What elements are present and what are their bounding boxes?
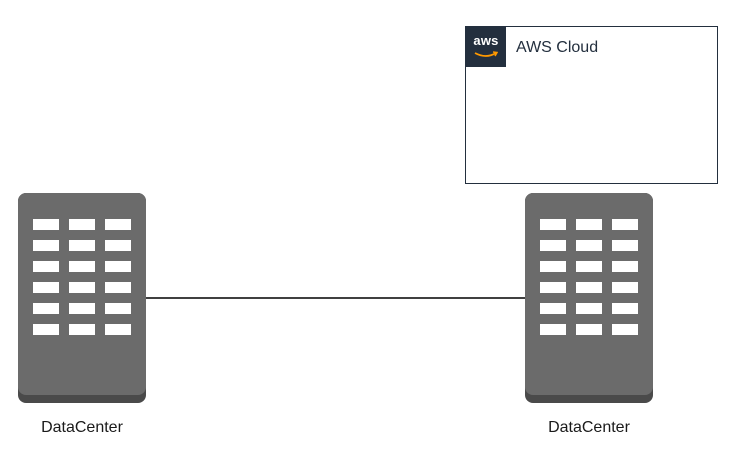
server-slot [33, 303, 59, 314]
server-slot [69, 282, 95, 293]
server-slot [576, 240, 602, 251]
aws-cloud-label: AWS Cloud [516, 39, 599, 56]
server-slot [540, 261, 566, 272]
server-slot [612, 219, 638, 230]
server-slot [105, 219, 131, 230]
server-slot [576, 324, 602, 335]
server-slot [540, 219, 566, 230]
server-slot [105, 324, 131, 335]
server-slot [105, 240, 131, 251]
server-slot [540, 324, 566, 335]
aws-logo-icon: aws [466, 27, 506, 67]
server-slot [612, 303, 638, 314]
server-slot [33, 219, 59, 230]
server-slot [69, 219, 95, 230]
server-slot [105, 282, 131, 293]
server-slot [33, 261, 59, 272]
server-slot [612, 282, 638, 293]
server-slot [576, 261, 602, 272]
server-slot [540, 282, 566, 293]
server-slot [540, 240, 566, 251]
server-slot [69, 324, 95, 335]
aws-logo-text: aws [473, 33, 499, 48]
datacenter-icon[interactable] [18, 193, 146, 403]
server-slot [33, 324, 59, 335]
server-slot [33, 240, 59, 251]
server-slot [69, 240, 95, 251]
server-slots [33, 219, 131, 335]
server-slot [69, 303, 95, 314]
server-slot [612, 261, 638, 272]
server-slot [105, 303, 131, 314]
datacenter-label: DataCenter [548, 419, 630, 436]
datacenter-label: DataCenter [41, 419, 123, 436]
aws-cloud-group[interactable]: aws AWS Cloud [465, 26, 718, 184]
server-slot [576, 282, 602, 293]
datacenter-icon[interactable] [525, 193, 653, 403]
server-slots [540, 219, 638, 335]
aws-smile-icon [474, 51, 498, 57]
server-slot [576, 219, 602, 230]
server-slot [33, 282, 59, 293]
server-slot [576, 303, 602, 314]
server-slot [612, 240, 638, 251]
server-slot [69, 261, 95, 272]
server-slot [612, 324, 638, 335]
server-slot [105, 261, 131, 272]
server-slot [540, 303, 566, 314]
